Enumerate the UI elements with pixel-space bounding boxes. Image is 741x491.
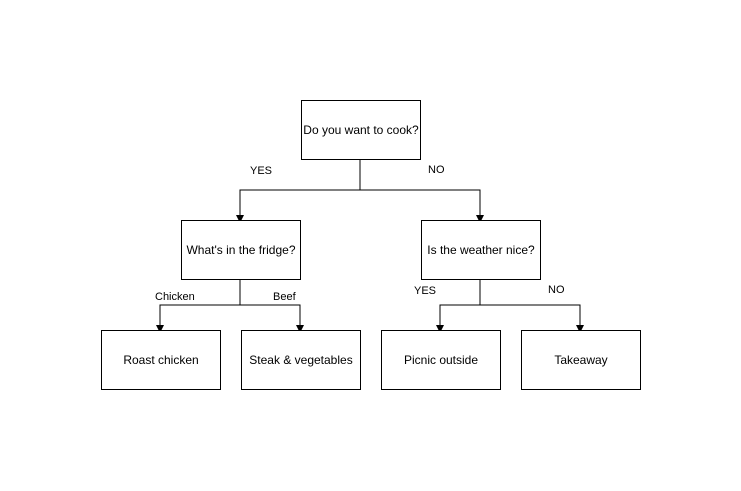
edge-label-root-yes: YES [250,165,273,178]
node-picnic-outside[interactable]: Picnic outside [381,330,501,390]
edge-weather-yes [436,280,481,333]
edge-label-weather-no: NO [548,284,565,297]
edge-label-root-no: NO [428,164,445,177]
node-roast-chicken[interactable]: Roast chicken [101,330,221,390]
node-is-the-weather-nice[interactable]: Is the weather nice? [421,220,541,280]
edge-label-weather-yes: YES [414,285,437,298]
node-whats-in-the-fridge[interactable]: What's in the fridge? [181,220,301,280]
edge-fridge-beef [239,280,304,333]
edge-root-no [359,160,484,223]
edge-fridge-chicken [156,280,241,333]
node-takeaway[interactable]: Takeaway [521,330,641,390]
edge-label-fridge-chicken: Chicken [155,291,195,304]
edge-weather-no [479,280,584,333]
node-do-you-want-to-cook[interactable]: Do you want to cook? [301,100,421,160]
edge-label-fridge-beef: Beef [273,291,296,304]
node-steak-and-vegetables[interactable]: Steak & vegetables [241,330,361,390]
